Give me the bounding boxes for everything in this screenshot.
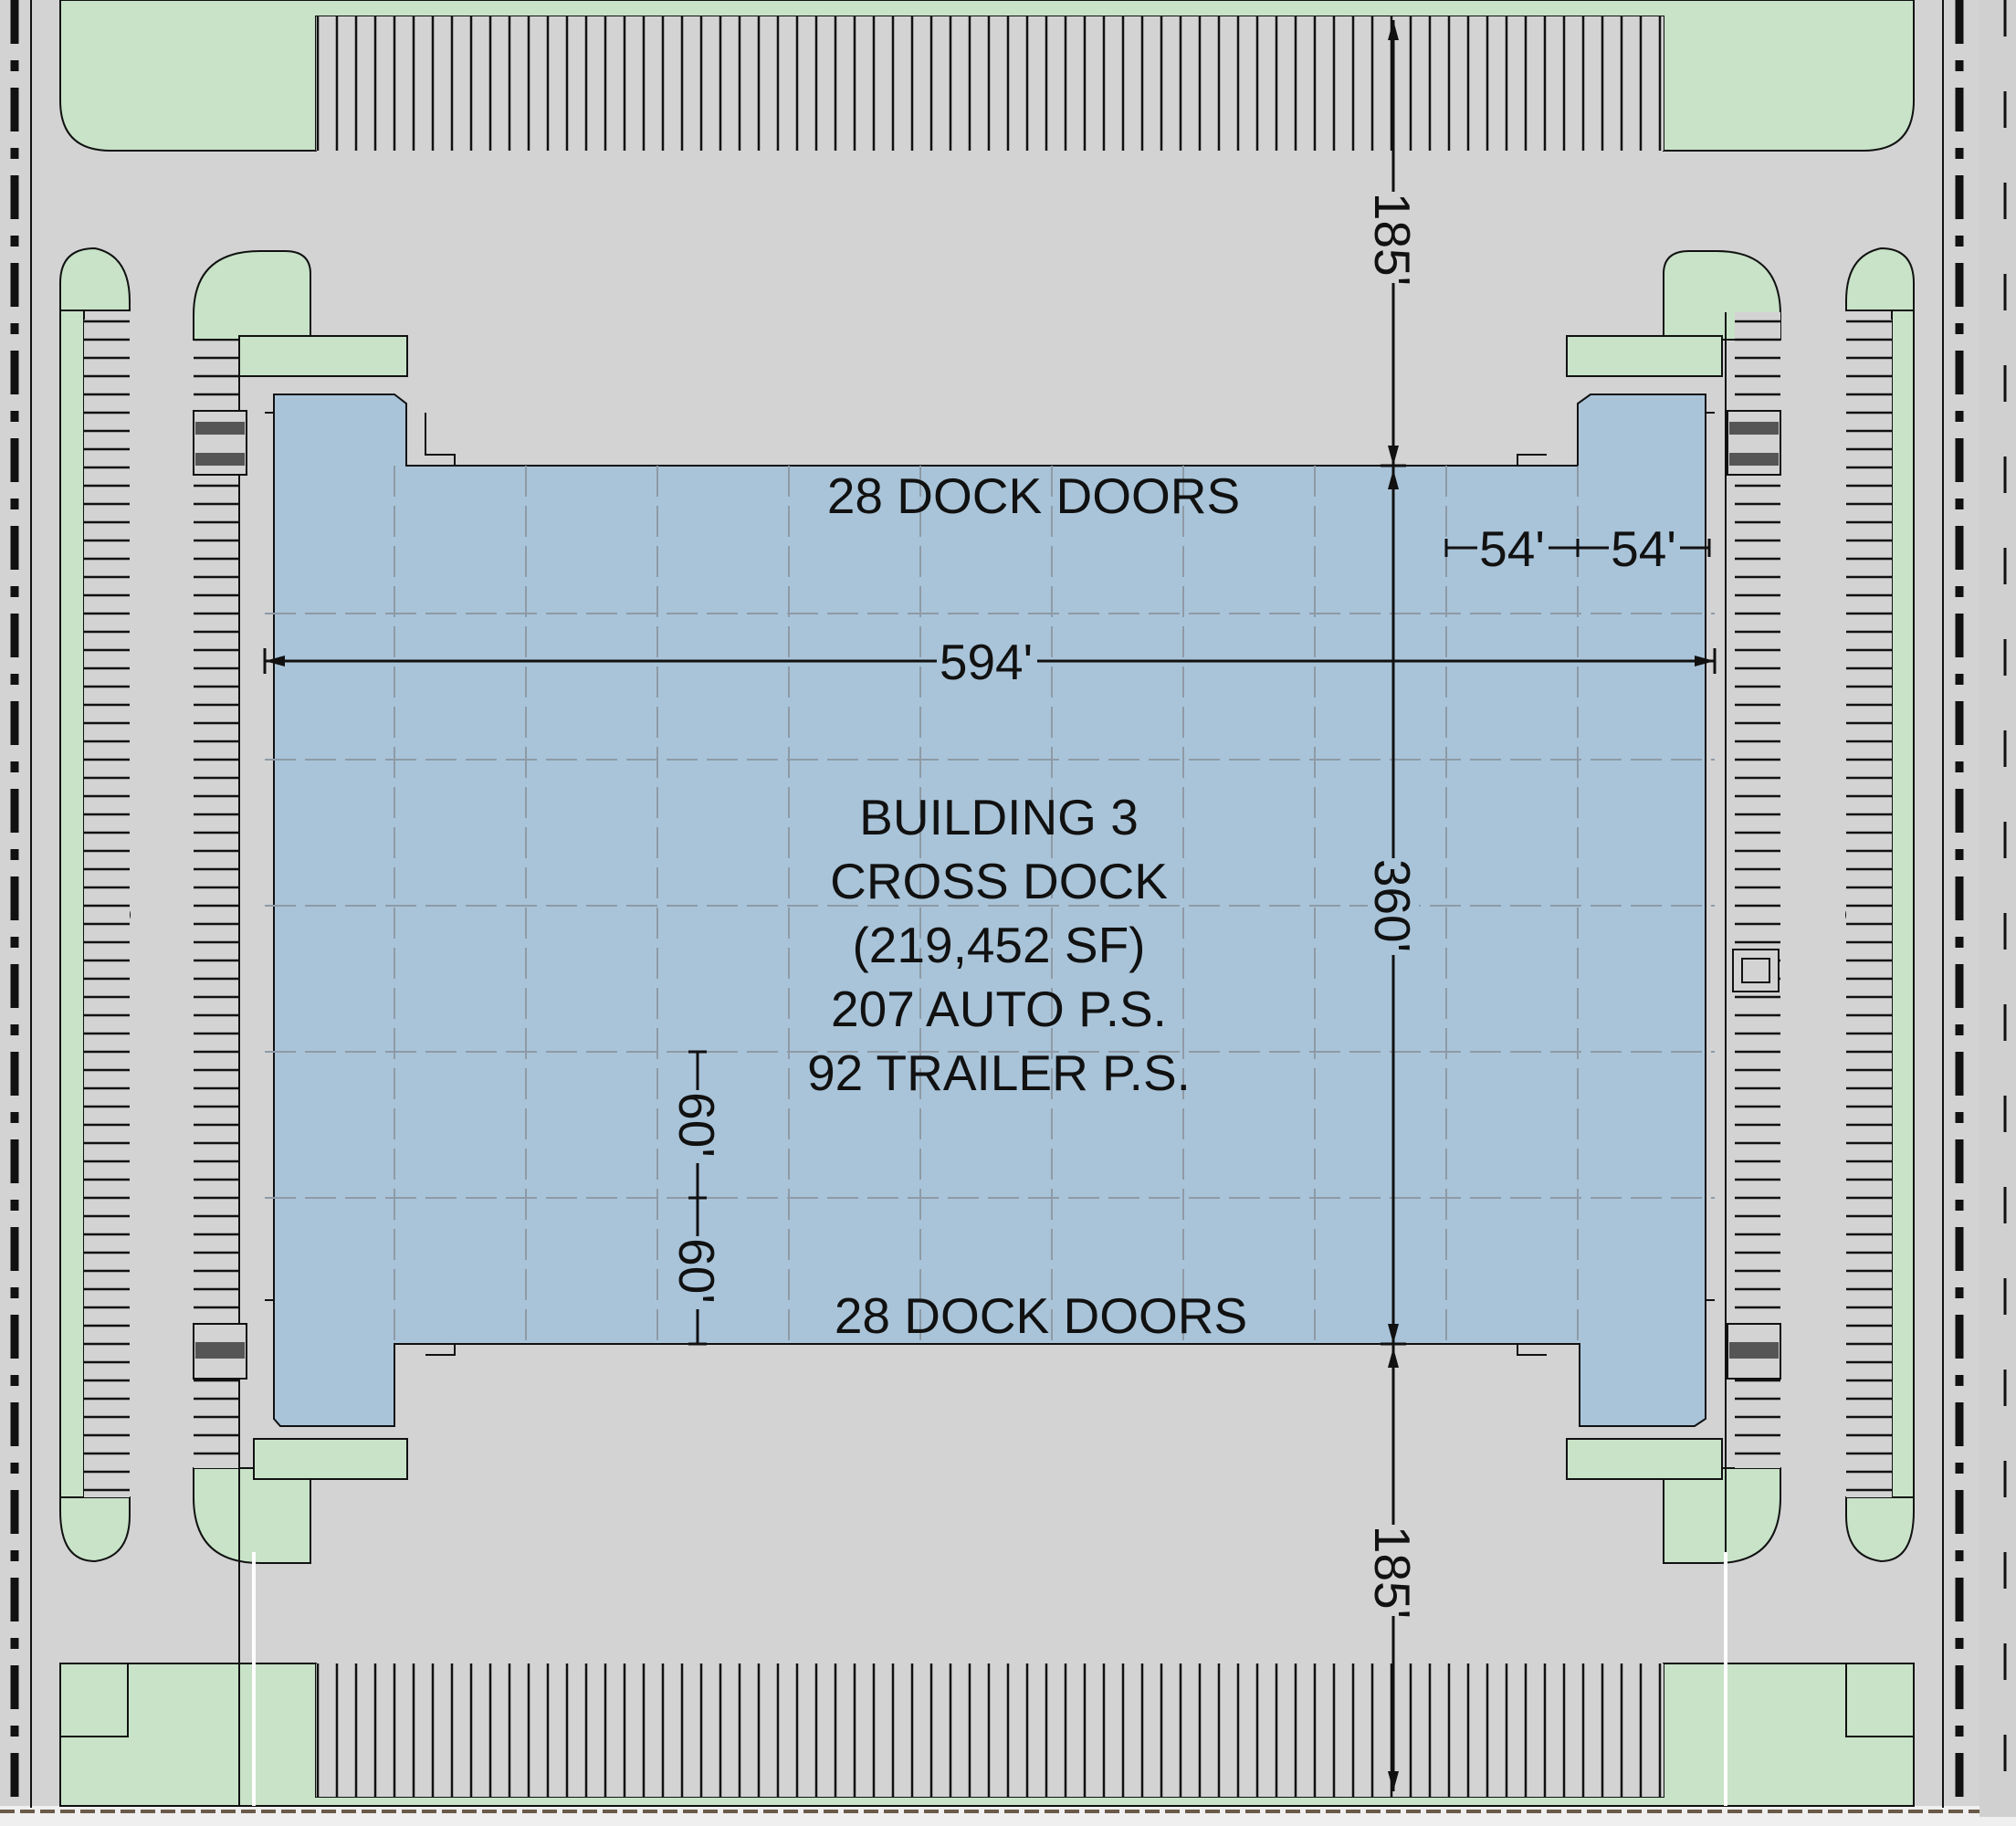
bay-depth-2-dimension: 60' [668,1238,725,1304]
east-island-strip [1891,310,1915,1498]
sw-planter [253,1438,408,1480]
nw-planter [238,335,408,377]
bottom-edge-strip [0,1806,2016,1826]
north-parking-row [316,16,1664,151]
trailer-parking-count: 92 TRAILER P.S. [807,1044,1191,1101]
se-equipment-pad [1727,1323,1781,1380]
west-parking-column [84,320,130,1497]
north-court-label-bg [1368,192,1419,283]
building-footprint [273,394,1706,1427]
east-trailer-stalls [1735,312,1780,1468]
building-area: (219,452 SF) [852,917,1145,973]
west-island-end [59,1496,131,1563]
north-court-arrow-top [1388,20,1399,40]
depth-arrow-top [1388,469,1399,489]
se-curb-corner [1845,1663,1915,1737]
width-dimension-arrow-right [1695,656,1715,666]
west-trailer-stalls [194,340,239,1468]
sw-curb-corner [59,1663,129,1737]
width-dimension-arrow-left [265,656,285,666]
east-utility-box-inner [1741,958,1770,983]
se-curb-island [1663,1467,1781,1564]
ne-dock-step [1517,454,1578,467]
depth-label-bg [1368,858,1419,955]
nw-dock-step [406,413,456,467]
bay-width-1-label-bg [1477,522,1549,572]
depth-arrow-bottom [1388,1324,1399,1344]
ne-planter [1566,335,1723,377]
sw-curb-island [193,1467,311,1564]
south-dock-doors-label: 28 DOCK DOORS [835,1287,1247,1344]
sw-equipment-pad [193,1323,247,1380]
bay-depth-2-label-bg [674,1236,723,1309]
north-court-dimension: 185' [1364,193,1421,286]
south-court-label-bg [1368,1525,1419,1616]
south-court-dimension: 185' [1364,1526,1421,1619]
column-grid [265,466,1715,1344]
building-name: BUILDING 3 [859,789,1139,845]
bay-width-2-dimension: 54' [1611,520,1676,577]
building-info-block: BUILDING 3 CROSS DOCK (219,452 SF) 207 A… [807,789,1191,1101]
east-landscape-island [1845,247,1915,311]
south-court-arrow-top [1388,1348,1399,1368]
width-dimension-label-bg [937,635,1037,687]
bay-width-2-label-bg [1609,522,1680,572]
nw-curb-island [193,250,311,341]
east-utility-box [1732,949,1780,992]
sw-dock-step [406,1343,456,1356]
north-dock-doors-label: 28 DOCK DOORS [827,467,1240,524]
east-parking-column [1846,320,1892,1497]
building-type: CROSS DOCK [830,853,1168,909]
east-island-end [1845,1496,1915,1563]
se-planter [1566,1438,1723,1480]
north-court-arrow-bottom [1388,446,1399,466]
south-apron-line [265,1296,1715,1301]
nw-equipment-pad [193,410,247,476]
west-landscape-island [59,247,131,311]
auto-parking-count: 207 AUTO P.S. [831,981,1167,1037]
depth-dimension: 360' [1364,859,1421,952]
bay-depth-1-label-bg [674,1090,723,1163]
south-parking-row [316,1663,1664,1797]
west-island-strip [59,310,85,1498]
east-road-strip [1979,0,2016,1817]
bay-depth-1-dimension: 60' [668,1092,725,1158]
south-court-arrow-bottom [1388,1771,1399,1791]
ne-equipment-pad [1727,410,1781,476]
bay-width-1-dimension: 54' [1479,520,1545,577]
se-dock-step [1517,1343,1578,1356]
width-dimension-label: 594' [940,634,1033,690]
north-apron-line [265,412,1715,511]
